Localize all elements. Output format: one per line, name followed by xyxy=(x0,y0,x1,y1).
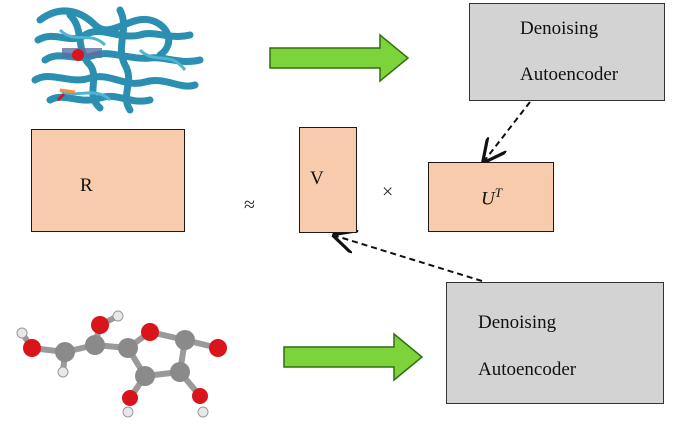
matrix-ut: UT xyxy=(428,162,554,232)
encoder-top-line2: Autoencoder xyxy=(520,64,619,85)
green-arrow-top xyxy=(269,33,410,83)
encoder-bottom-line2: Autoencoder xyxy=(478,359,577,380)
matrix-r: R xyxy=(31,129,185,232)
green-arrow-bottom xyxy=(283,332,424,382)
denoising-autoencoder-bottom: Denoising Autoencoder xyxy=(446,282,664,404)
approx-symbol: ≈ xyxy=(244,194,255,216)
dashed-arrow-bottom xyxy=(336,236,483,282)
matrix-r-label: R xyxy=(80,175,93,196)
denoising-autoencoder-top: Denoising Autoencoder xyxy=(469,3,665,101)
encoder-bottom-line1: Denoising xyxy=(478,312,557,333)
matrix-ut-label: UT xyxy=(481,185,502,210)
encoder-top-line1: Denoising xyxy=(520,18,599,39)
matrix-ut-sup: T xyxy=(494,185,502,200)
dashed-arrow-top xyxy=(485,101,531,160)
matrix-ut-base: U xyxy=(481,188,495,210)
times-symbol: × xyxy=(382,181,394,203)
matrix-v: V xyxy=(299,127,357,233)
matrix-v-label: V xyxy=(310,168,324,189)
